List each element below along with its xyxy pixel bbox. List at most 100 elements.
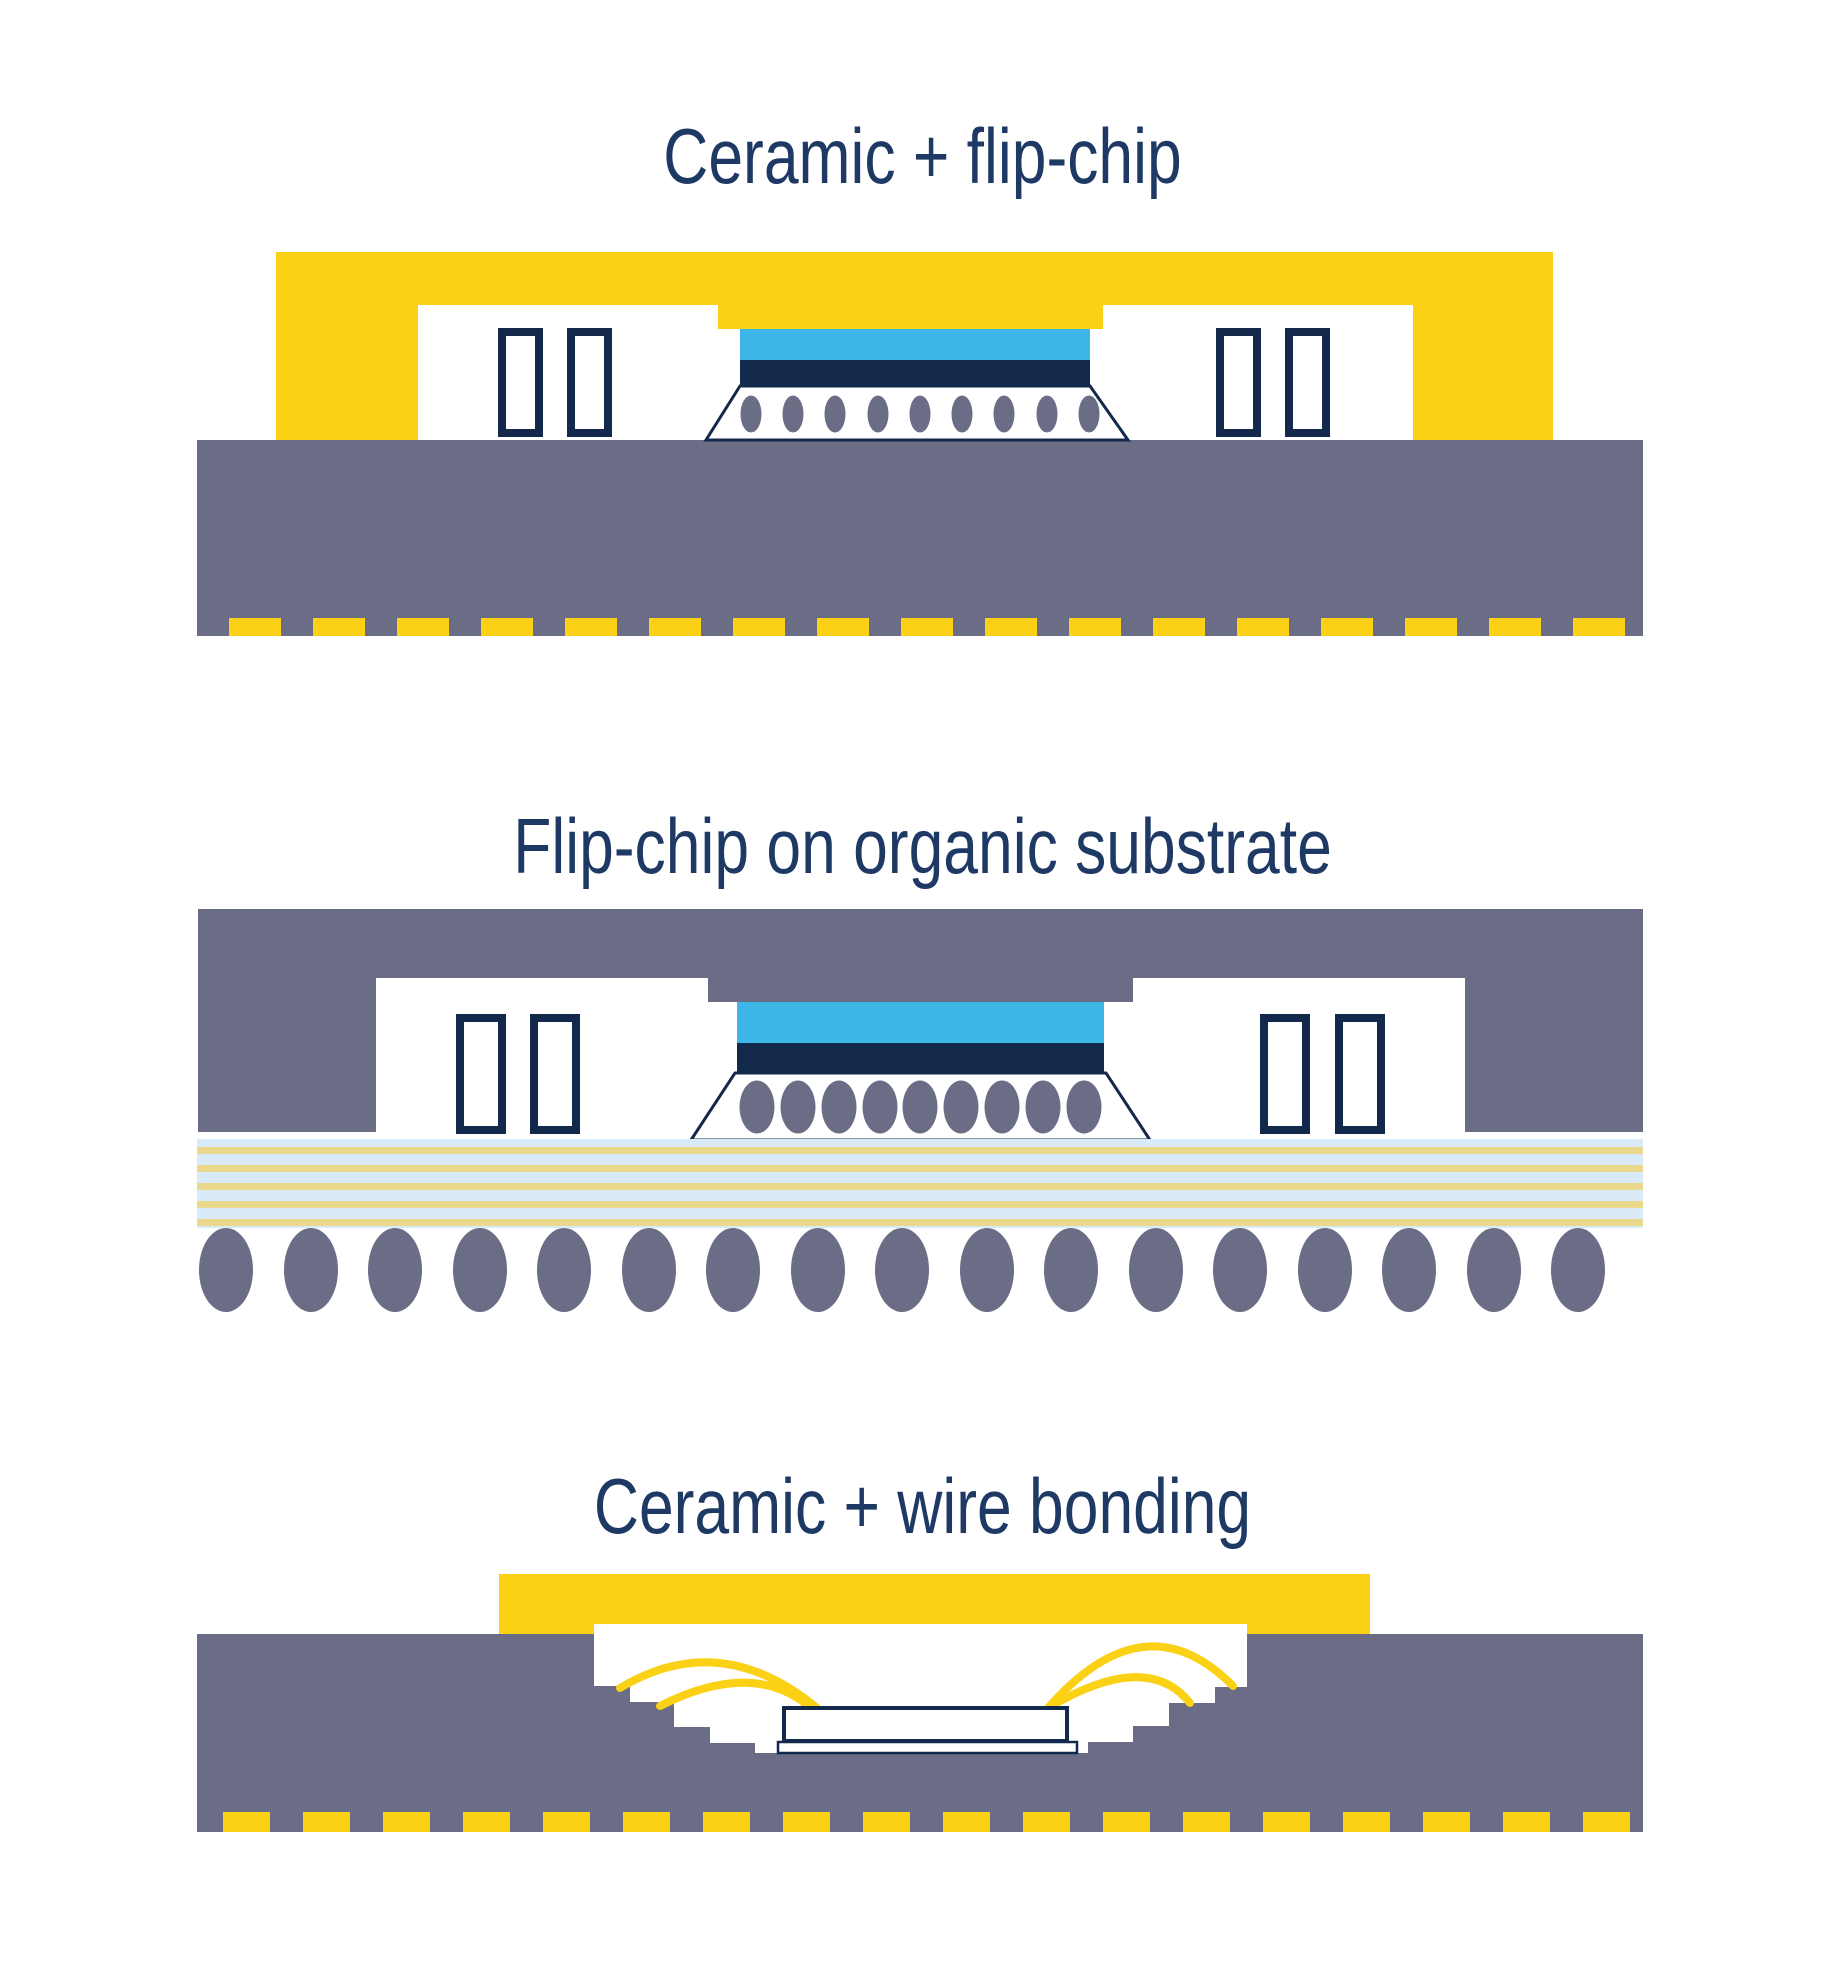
solder-pad — [703, 1812, 750, 1832]
stepped-cavity — [594, 1624, 1247, 1753]
solder-pad — [1423, 1812, 1470, 1832]
diagram-ceramic-wire-bonding — [197, 1574, 1643, 1832]
solder-pad — [783, 1812, 830, 1832]
solder-pad — [303, 1812, 350, 1832]
solder-pad — [1343, 1812, 1390, 1832]
solder-pad — [1153, 618, 1205, 636]
solder-bump — [862, 1080, 898, 1134]
organic-substrate — [197, 1139, 1643, 1228]
solder-pad — [649, 618, 701, 636]
solder-bump — [1078, 395, 1100, 433]
bga-ball — [1298, 1228, 1352, 1312]
solder-bump — [782, 395, 804, 433]
ceramic-substrate — [197, 440, 1643, 636]
solder-pad — [623, 1812, 670, 1832]
solder-bump-row — [739, 1080, 1102, 1134]
solder-pad — [397, 618, 449, 636]
bond-wire — [656, 1678, 816, 1713]
solder-pad — [817, 618, 869, 636]
solder-pad — [1103, 1812, 1150, 1832]
capacitor — [1335, 1014, 1385, 1134]
capacitor — [456, 1014, 506, 1134]
bga-ball — [1382, 1228, 1436, 1312]
metal-lid — [198, 909, 1643, 1132]
capacitors — [498, 328, 1330, 437]
title-ceramic-flip-chip: Ceramic + flip-chip — [663, 112, 1182, 200]
bga-ball — [706, 1228, 760, 1312]
capacitor — [1260, 1014, 1310, 1134]
solder-bump — [821, 1080, 857, 1134]
solder-bump-row — [740, 395, 1100, 433]
bond-wire — [1044, 1673, 1194, 1712]
substrate-layer — [197, 1201, 1643, 1208]
solder-bump — [780, 1080, 816, 1134]
solder-bump — [993, 395, 1015, 433]
solder-bump — [740, 395, 762, 433]
bga-ball — [453, 1228, 507, 1312]
solder-bump — [943, 1080, 979, 1134]
solder-pad-row — [229, 618, 1625, 636]
die — [782, 1706, 1069, 1743]
solder-bump — [951, 395, 973, 433]
solder-pad — [863, 1812, 910, 1832]
title-ceramic-wire-bonding: Ceramic + wire bonding — [593, 1462, 1252, 1550]
solder-pad — [1023, 1812, 1070, 1832]
solder-pad — [1583, 1812, 1630, 1832]
bond-wire — [616, 1658, 821, 1712]
solder-bump — [867, 395, 889, 433]
title-flip-chip-organic-substrate: Flip-chip on organic substrate — [513, 802, 1332, 890]
bga-ball — [537, 1228, 591, 1312]
die-bump-layer — [737, 1043, 1104, 1073]
bga-ball — [622, 1228, 676, 1312]
solder-pad — [1263, 1812, 1310, 1832]
capacitors — [456, 1014, 1385, 1134]
bga-ball — [875, 1228, 929, 1312]
solder-pad — [1237, 618, 1289, 636]
solder-pad — [383, 1812, 430, 1832]
bga-ball — [1213, 1228, 1267, 1312]
die — [737, 1002, 1104, 1043]
solder-pad — [543, 1812, 590, 1832]
diagram-flip-chip-organic-substrate — [197, 909, 1643, 1312]
diagram-ceramic-flip-chip — [197, 252, 1643, 636]
solder-bump — [1066, 1080, 1102, 1134]
solder-pad — [1573, 618, 1625, 636]
capacitor — [567, 328, 612, 437]
bga-ball — [1044, 1228, 1098, 1312]
capacitor — [530, 1014, 580, 1134]
solder-pad — [901, 618, 953, 636]
die-attach-pad — [776, 1740, 1079, 1755]
bga-ball — [199, 1228, 253, 1312]
solder-pad — [463, 1812, 510, 1832]
bga-ball — [1551, 1228, 1605, 1312]
solder-bump — [984, 1080, 1020, 1134]
solder-bump — [902, 1080, 938, 1134]
substrate-layer — [197, 1165, 1643, 1172]
capacitor — [1285, 328, 1330, 437]
solder-pad — [1503, 1812, 1550, 1832]
capacitor — [498, 328, 543, 437]
solder-bump — [739, 1080, 775, 1134]
ceramic-lid — [276, 252, 1553, 440]
bga-ball — [284, 1228, 338, 1312]
bga-ball — [1129, 1228, 1183, 1312]
solder-bump — [824, 395, 846, 433]
bga-ball — [1467, 1228, 1521, 1312]
solder-pad — [1489, 618, 1541, 636]
substrate-layer — [197, 1183, 1643, 1190]
solder-pad — [733, 618, 785, 636]
bond-wire — [1044, 1642, 1237, 1712]
bga-ball — [791, 1228, 845, 1312]
solder-pad — [1069, 618, 1121, 636]
substrate-layer — [197, 1219, 1643, 1226]
solder-pad — [565, 618, 617, 636]
solder-pad — [223, 1812, 270, 1832]
solder-pad — [481, 618, 533, 636]
solder-pad — [1405, 618, 1457, 636]
solder-pad — [229, 618, 281, 636]
die — [740, 329, 1090, 360]
solder-bump — [1025, 1080, 1061, 1134]
solder-pad — [985, 618, 1037, 636]
